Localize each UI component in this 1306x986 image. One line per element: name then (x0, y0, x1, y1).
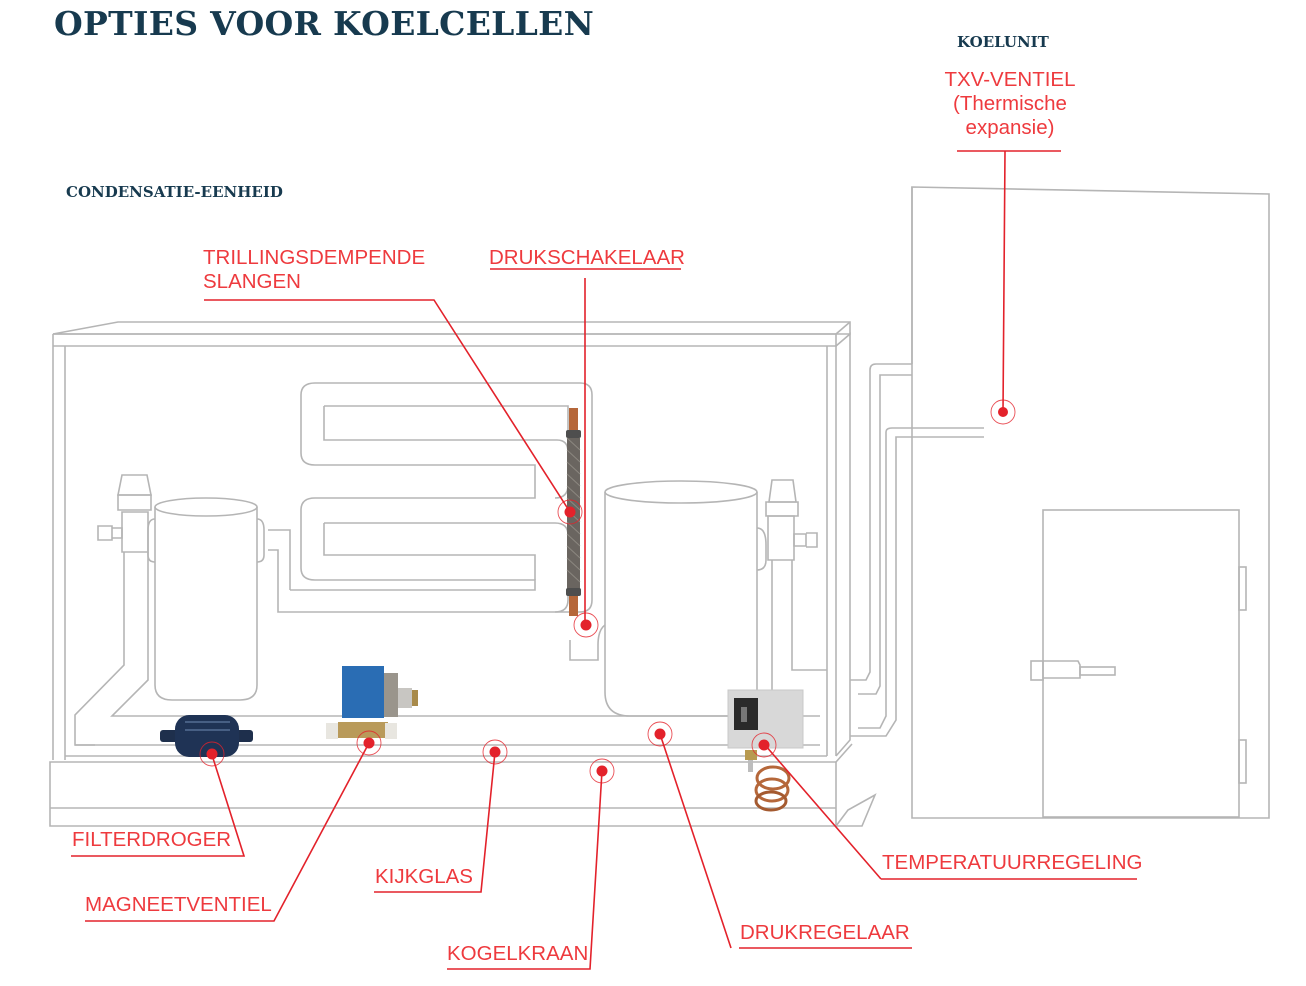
callout-txv-line-2: (Thermische (953, 92, 1067, 115)
hotspot-pressure-regulator[interactable] (647, 721, 673, 747)
leader-sight-glass (374, 751, 496, 893)
leader-txv (957, 150, 1061, 413)
section-label-condensatie-eenheid: CONDENSATIE-EENHEID (66, 183, 283, 201)
callout-ball-valve[interactable]: KOGELKRAAN (447, 942, 588, 966)
compressor (569, 479, 827, 720)
callout-vibration-hoses[interactable]: TRILLINGSDEMPENDE SLANGEN (203, 246, 425, 294)
callout-ball-valve-line-1: KOGELKRAAN (447, 942, 589, 965)
callout-temperature-control-line-1: TEMPERATUURREGELING (882, 851, 1143, 874)
callout-txv-line-3: expansie) (965, 116, 1055, 139)
leader-pressure-switch (490, 268, 681, 625)
leader-temperature-control (764, 744, 1137, 880)
callout-pressure-regulator[interactable]: DRUKREGELAAR (740, 921, 910, 945)
callout-pressure-regulator-line-1: DRUKREGELAAR (740, 921, 910, 944)
callout-vibration-hoses-line-1: TRILLINGSDEMPENDE (203, 246, 426, 269)
callout-pressure-switch-line-1: DRUKSCHAKELAAR (489, 246, 685, 269)
leader-solenoid-valve (85, 742, 370, 922)
temperature-controller-component (727, 689, 804, 812)
hotspot-filter-drier[interactable] (199, 741, 225, 767)
refrigerant-lines (850, 363, 984, 737)
callout-pressure-switch[interactable]: DRUKSCHAKELAAR (489, 246, 685, 270)
left-receiver (74, 474, 820, 746)
hotspot-markers (199, 399, 1016, 784)
callout-sight-glass-line-1: KIJKGLAS (375, 865, 473, 888)
hotspot-txv[interactable] (990, 399, 1016, 425)
filter-drier-component (160, 715, 253, 757)
callout-leaders (71, 150, 1137, 970)
leader-pressure-regulator (659, 733, 912, 949)
hotspot-pressure-switch[interactable] (573, 612, 599, 638)
leader-ball-valve (447, 770, 603, 970)
cold-room (911, 186, 1270, 819)
hotspot-sight-glass[interactable] (482, 739, 508, 765)
hotspot-vibration-hoses[interactable] (557, 499, 583, 525)
callout-solenoid-valve[interactable]: MAGNEETVENTIEL (85, 893, 272, 917)
callout-txv-line-1: TXV-VENTIEL (944, 68, 1076, 91)
callout-temperature-control[interactable]: TEMPERATUURREGELING (882, 851, 1142, 875)
hotspot-ball-valve[interactable] (589, 758, 615, 784)
section-label-koelunit: KOELUNIT (957, 33, 1049, 51)
cold-room-door (1042, 509, 1240, 818)
callout-filter-drier[interactable]: FILTERDROGER (72, 828, 231, 852)
hotspot-temperature-control[interactable] (751, 732, 777, 758)
leader-vibration-hoses (204, 299, 571, 513)
callout-sight-glass[interactable]: KIJKGLAS (375, 865, 473, 889)
callout-vibration-hoses-line-2: SLANGEN (203, 270, 301, 293)
page-title: OPTIES VOOR KOELCELLEN (54, 4, 595, 43)
condenser-coil (268, 382, 593, 613)
solenoid-valve-component (326, 666, 418, 739)
callout-txv-valve[interactable]: TXV-VENTIEL (Thermische expansie) (944, 68, 1076, 140)
callout-filter-drier-line-1: FILTERDROGER (72, 828, 232, 851)
leader-filter-drier (71, 754, 246, 857)
hotspot-solenoid-valve[interactable] (356, 730, 382, 756)
callout-solenoid-valve-line-1: MAGNEETVENTIEL (85, 893, 272, 916)
